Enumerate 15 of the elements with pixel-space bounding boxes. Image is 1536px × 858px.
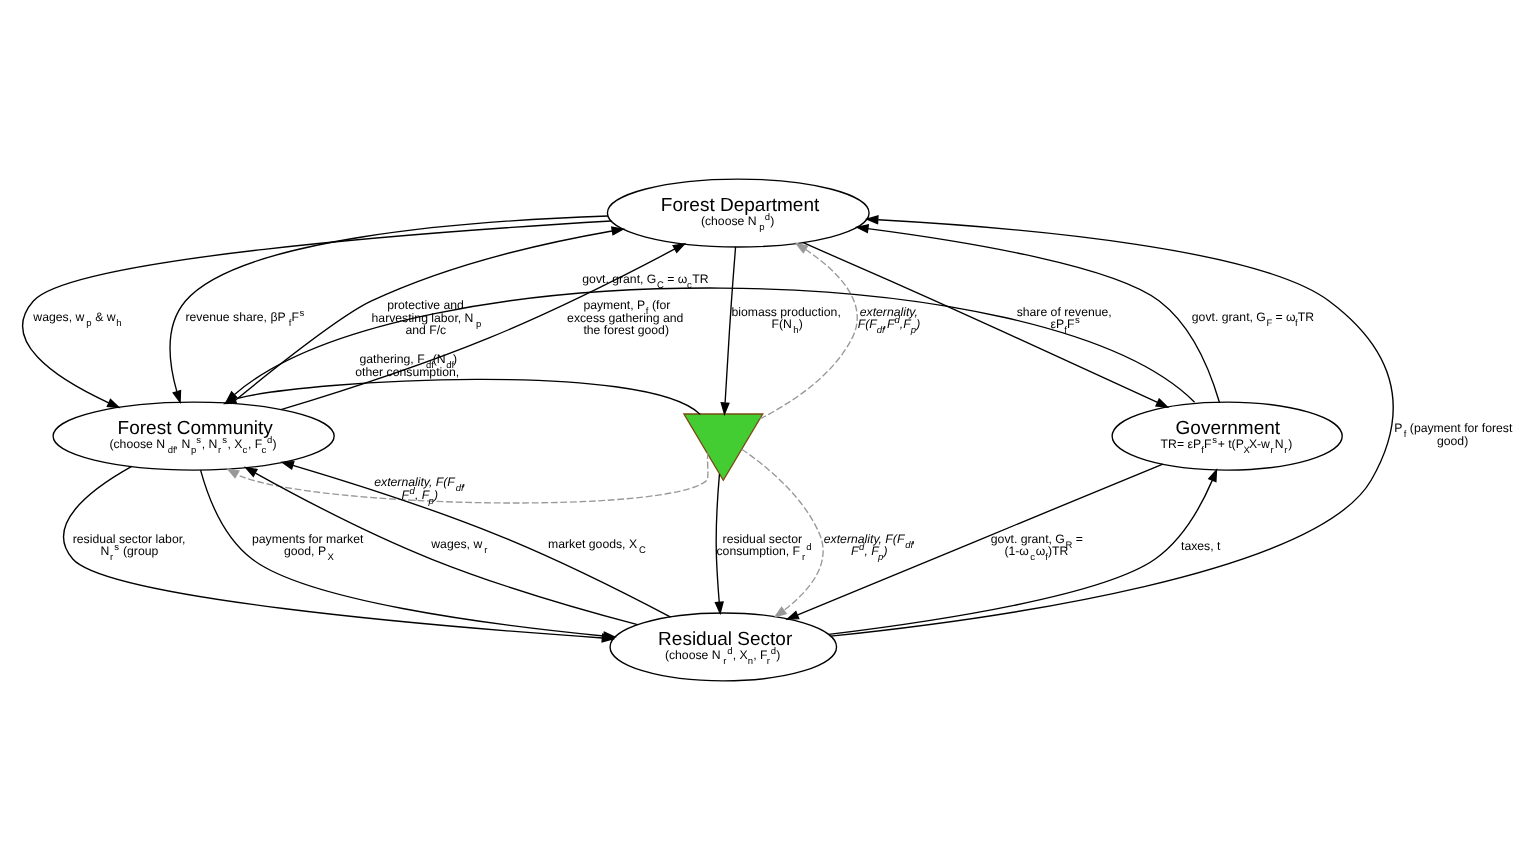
- node-picture: [682, 412, 764, 481]
- arrow: [830, 214, 1394, 636]
- arrow: [280, 241, 687, 410]
- arrow: [243, 465, 639, 625]
- arrow: [828, 467, 1218, 635]
- arrow: [802, 240, 1170, 407]
- arrow: [855, 222, 1221, 403]
- arrow: [230, 225, 626, 404]
- arrow: [741, 447, 824, 618]
- arrow: [759, 241, 858, 419]
- arrow: [720, 245, 737, 415]
- arrow: [280, 459, 672, 617]
- arrow: [785, 462, 1164, 619]
- arrow: [225, 450, 710, 503]
- arrow: [714, 472, 724, 615]
